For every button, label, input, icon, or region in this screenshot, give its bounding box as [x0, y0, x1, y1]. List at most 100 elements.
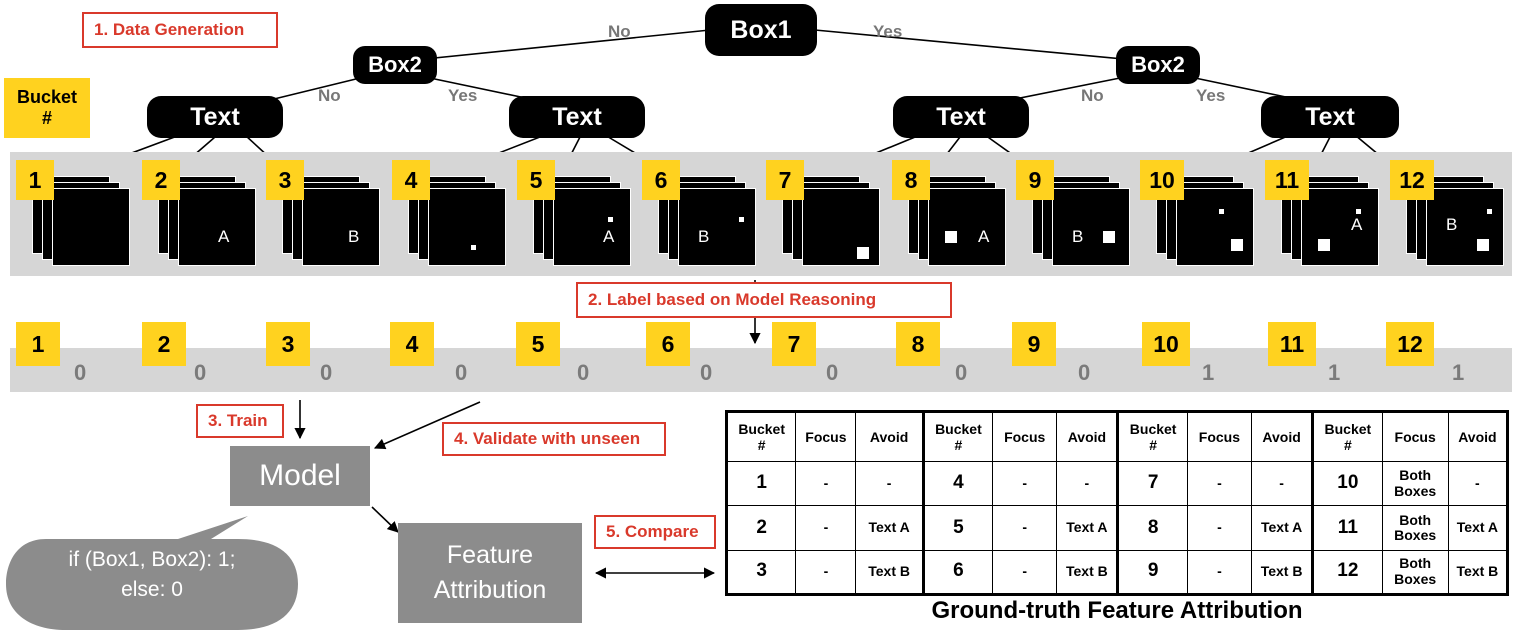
edge-box2r-textl — [1009, 77, 1121, 101]
header-bucket: Bucket # — [922, 411, 994, 462]
branch-yes-root: Yes — [873, 22, 903, 41]
sample-text-b: B — [698, 227, 710, 246]
label-bucket-badge-1: 1 — [16, 322, 60, 366]
cell-focus: - — [992, 460, 1058, 507]
cell-bucket: 10 — [1312, 460, 1383, 507]
header-avoid: Avoid — [1056, 411, 1120, 462]
model-box: Model — [230, 446, 370, 506]
cell-avoid: Text A — [1251, 505, 1315, 551]
step-validate: 4. Validate with unseen — [442, 422, 666, 456]
step-compare: 5. Compare — [594, 515, 716, 549]
sample-text-b: B — [348, 227, 360, 246]
sample-image-front — [802, 188, 880, 266]
cell-avoid: Text A — [1447, 505, 1509, 551]
sample-image-front: B — [302, 188, 380, 266]
tree-node-text-1: Text — [147, 96, 283, 138]
model-rule-text: if (Box1, Box2): 1; else: 0 — [68, 548, 236, 602]
sample-stack-3: B — [282, 176, 384, 270]
cell-bucket: 5 — [922, 505, 994, 551]
sample-text-b: B — [1446, 215, 1458, 234]
bucket-label-value-7: 0 — [826, 360, 839, 385]
sample-stack-10 — [1156, 176, 1258, 270]
sample-image-front: A — [178, 188, 256, 266]
bucket-label-value-5: 0 — [577, 360, 590, 385]
bucket-badge-5: 5 — [517, 160, 555, 200]
cell-bucket: 11 — [1312, 505, 1383, 551]
bucket-label-value-9: 0 — [1078, 360, 1091, 385]
cell-bucket: 1 — [725, 460, 797, 507]
box2-marker — [857, 247, 869, 259]
bucket-badge-10: 10 — [1140, 160, 1184, 200]
bucket-badge-12: 12 — [1390, 160, 1434, 200]
cell-focus: - — [795, 549, 857, 596]
cell-bucket: 3 — [725, 549, 797, 596]
sample-stack-9: B — [1032, 176, 1134, 270]
header-focus: Focus — [992, 411, 1058, 462]
tree-node-box2-right: Box2 — [1116, 46, 1200, 84]
image-band — [10, 152, 1512, 276]
branch-yes-left: Yes — [448, 86, 478, 105]
header-bucket: Bucket # — [725, 411, 797, 462]
cell-avoid: - — [1447, 460, 1509, 507]
cell-focus: Both Boxes — [1381, 549, 1449, 596]
cell-avoid: Text B — [855, 549, 925, 596]
branch-no-left: No — [318, 86, 341, 105]
label-bucket-badge-3: 3 — [266, 322, 310, 366]
cell-avoid: Text B — [1251, 549, 1315, 596]
cell-avoid: - — [1251, 460, 1315, 507]
tree-node-text-4: Text — [1261, 96, 1399, 138]
cell-bucket: 6 — [922, 549, 994, 596]
header-bucket: Bucket # — [1312, 411, 1383, 462]
label-bucket-badge-6: 6 — [646, 322, 690, 366]
sample-stack-1 — [32, 176, 134, 270]
sample-text-b: B — [1072, 227, 1084, 246]
box1-marker — [608, 217, 613, 222]
step-train: 3. Train — [196, 404, 284, 438]
box1-marker — [471, 245, 476, 250]
bucket-label-value-1: 0 — [74, 360, 87, 385]
cell-focus: Both Boxes — [1381, 460, 1449, 507]
label-band — [10, 348, 1512, 392]
branch-no-right: No — [1081, 86, 1104, 105]
bucket-label-value-11: 1 — [1328, 360, 1341, 385]
cell-focus: - — [1186, 549, 1253, 596]
bucket-badge-9: 9 — [1016, 160, 1054, 200]
bucket-badge-4: 4 — [392, 160, 430, 200]
bucket-label-value-3: 0 — [320, 360, 333, 385]
header-avoid: Avoid — [1251, 411, 1315, 462]
header-bucket: Bucket # — [1117, 411, 1188, 462]
sample-stack-7 — [782, 176, 884, 270]
cell-avoid: Text A — [1056, 505, 1120, 551]
sample-stack-8: A — [908, 176, 1010, 270]
box2-marker — [1477, 239, 1489, 251]
cell-avoid: Text B — [1056, 549, 1120, 596]
cell-avoid: - — [855, 460, 925, 507]
header-focus: Focus — [1186, 411, 1253, 462]
label-bucket-badge-9: 9 — [1012, 322, 1056, 366]
sample-image-front — [52, 188, 130, 266]
label-bucket-badge-2: 2 — [142, 322, 186, 366]
sample-image-front: A — [553, 188, 631, 266]
bucket-badge-3: 3 — [266, 160, 304, 200]
label-bucket-badge-12: 12 — [1386, 322, 1434, 366]
box2-marker — [945, 231, 957, 243]
edge-root-right — [814, 29, 1156, 63]
bucket-label-value-6: 0 — [700, 360, 713, 385]
cell-bucket: 4 — [922, 460, 994, 507]
cell-focus: - — [992, 505, 1058, 551]
header-avoid: Avoid — [1447, 411, 1509, 462]
box1-marker — [1219, 209, 1224, 214]
box1-marker — [739, 217, 744, 222]
sample-image-front: B — [678, 188, 756, 266]
cell-avoid: - — [1056, 460, 1120, 507]
sample-image-front: A — [1301, 188, 1379, 266]
box2-marker — [1318, 239, 1330, 251]
cell-avoid: Text A — [855, 505, 925, 551]
cell-focus: - — [992, 549, 1058, 596]
label-bucket-badge-10: 10 — [1142, 322, 1190, 366]
branch-no-root: No — [608, 22, 631, 41]
label-bucket-badge-5: 5 — [516, 322, 560, 366]
label-bucket-badge-4: 4 — [390, 322, 434, 366]
box1-marker — [1356, 209, 1361, 214]
